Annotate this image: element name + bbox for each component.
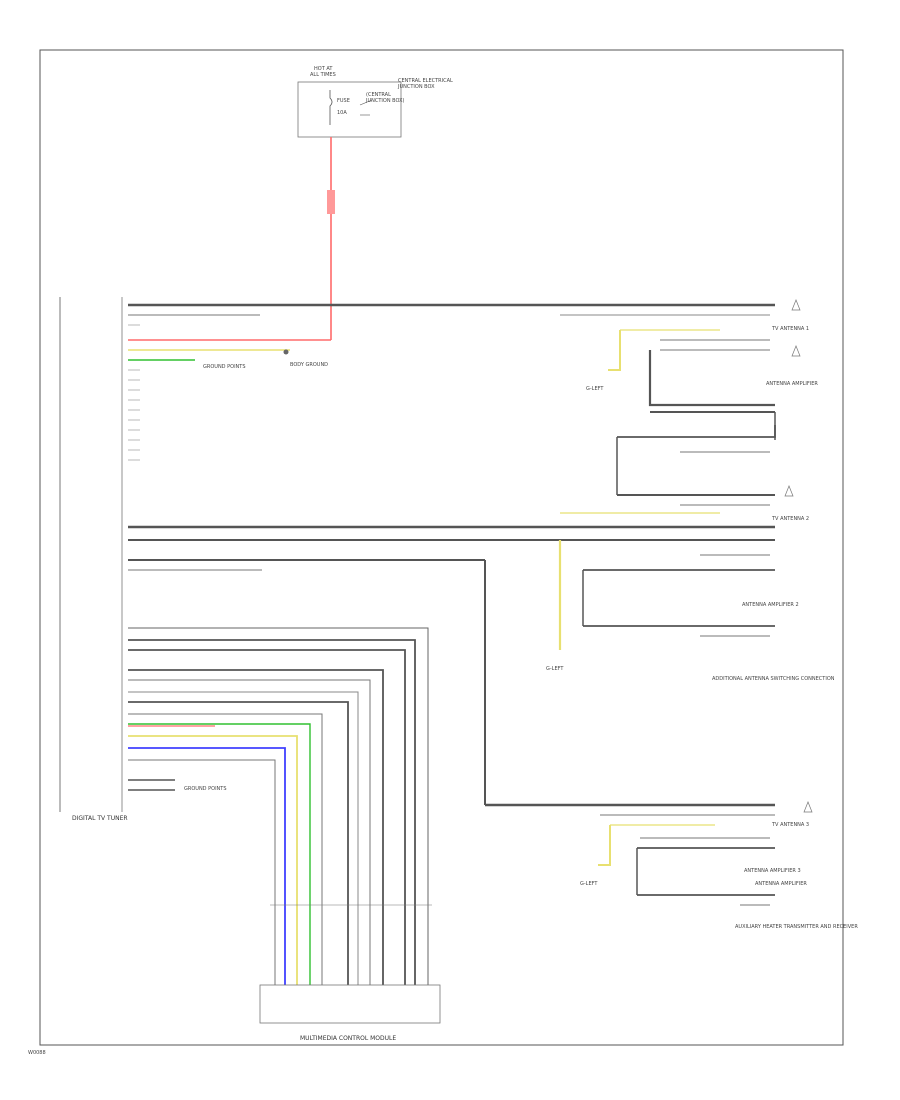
fuse-name: FUSE [337, 98, 350, 104]
antenna-3-branch: ANTENNA AMPLIFIER 2 ADDITIONAL ANTENNA S… [582, 554, 835, 682]
fuse-box: HOT AT ALL TIMES FUSE 10A (CENTRAL JUNCT… [297, 66, 453, 138]
antenna-2-branch: TV ANTENNA 2 [560, 425, 809, 522]
right-block-1-label: ADDITIONAL ANTENNA SWITCHING CONNECTION [712, 676, 835, 682]
tv-tuner-module: DIGITAL TV TUNER [59, 297, 128, 822]
coax-bus-top: GROUND POINTS BODY GROUND [128, 303, 775, 370]
antenna-1-amp-label: ANTENNA AMPLIFIER [766, 381, 818, 387]
fuse-box-title-2: ALL TIMES [310, 72, 336, 78]
antenna-3-symbol-label: TV ANTENNA 3 [771, 822, 809, 828]
ground-3-label: G-LEFT [580, 881, 598, 887]
antenna-1-symbol-label: TV ANTENNA 1 [771, 326, 809, 332]
ground-2-label: G-LEFT [546, 666, 564, 672]
fuse-box-title-1: HOT AT [314, 66, 333, 72]
left-connector-label: BODY GROUND [290, 362, 328, 368]
tv-tuner-label: DIGITAL TV TUNER [72, 815, 128, 822]
tuner-pins-upper [128, 304, 140, 461]
antenna-3-amp-label: ANTENNA AMPLIFIER 2 [742, 602, 799, 608]
coax-bus-middle: G-LEFT [128, 525, 775, 807]
antenna-lower-amp-label: ANTENNA AMPLIFIER 3 [744, 868, 801, 874]
right-block-2-label: AUXILIARY HEATER TRANSMITTER AND RECEIVE… [735, 924, 858, 930]
diagram-frame [39, 49, 844, 1046]
antenna-2-symbol-label: TV ANTENNA 2 [771, 516, 809, 522]
fuse-note-2: JUNCTION BOX) [365, 98, 405, 104]
multimedia-control-module: MULTIMEDIA CONTROL MODULE [259, 904, 441, 1042]
power-wire [128, 137, 335, 341]
rear-note-label: ANTENNA AMPLIFIER [755, 881, 807, 887]
fuse-ref-1: CENTRAL ELECTRICAL [398, 78, 453, 84]
fuse-note-1: (CENTRAL [366, 92, 391, 98]
fuse-rating: 10A [337, 110, 347, 116]
fuse-ref-2: JUNCTION BOX [397, 84, 435, 90]
antenna-lower-branch: G-LEFT TV ANTENNA 3 ANTENNA AMPLIFIER 3 … [580, 801, 858, 930]
bottom-ground-label: GROUND POINTS [184, 786, 227, 792]
ground-1-label: G-LEFT [586, 386, 604, 392]
antenna-1-branch: G-LEFT TV ANTENNA 1 ANTENNA AMPLIFIER [560, 299, 818, 440]
left-splice-label: GROUND POINTS [203, 364, 246, 370]
control-module-label: MULTIMEDIA CONTROL MODULE [300, 1035, 396, 1042]
lower-harness: GROUND POINTS [128, 627, 429, 985]
diagram-code: W0088 [28, 1050, 46, 1056]
